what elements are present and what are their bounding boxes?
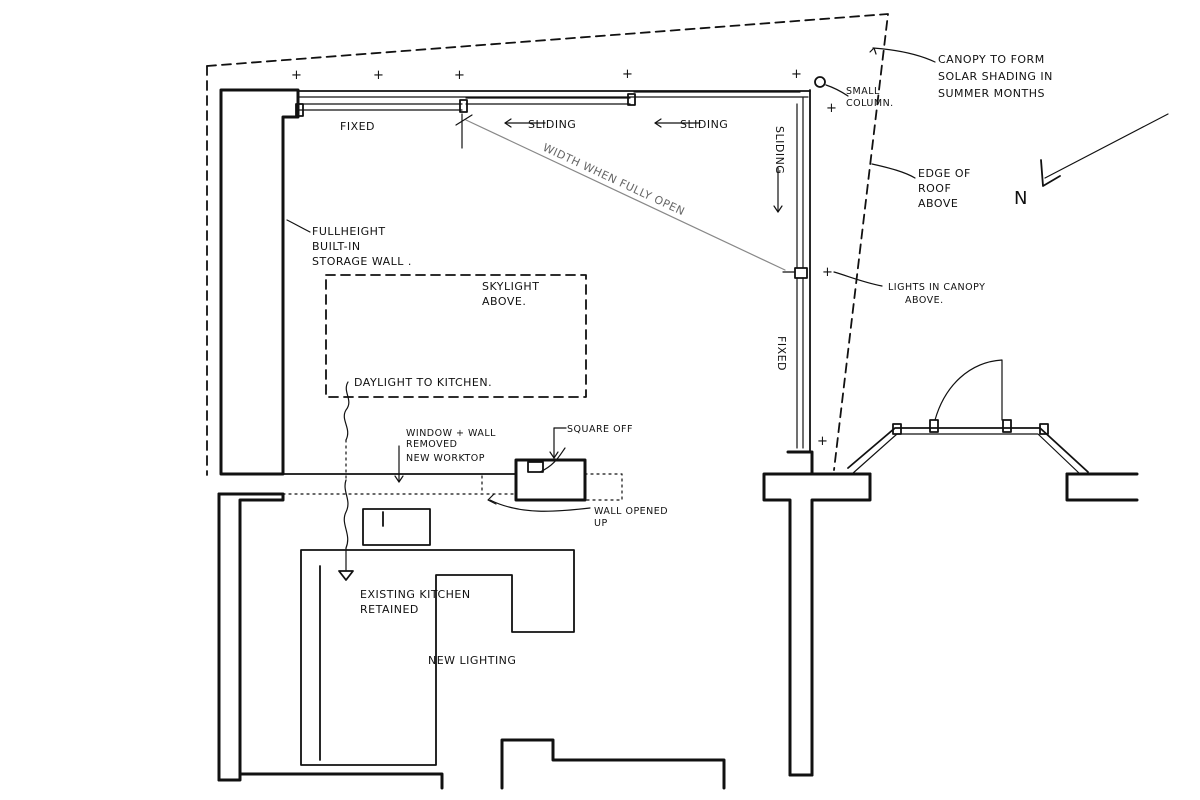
fixed-vertical-label: FIXED <box>775 336 788 371</box>
skylight-line-2: ABOVE. <box>482 295 526 308</box>
sliding-vertical-label: SLIDING <box>773 126 786 174</box>
edge-of-roof-line-2: ROOF <box>918 182 951 195</box>
square-off-box <box>514 427 587 502</box>
svg-text:+: + <box>454 68 465 83</box>
wall-opened-arrow <box>487 493 591 512</box>
right-glazing <box>782 89 811 452</box>
svg-text:+: + <box>817 434 828 449</box>
canopy-note-line-1: CANOPY TO FORM <box>938 53 1045 66</box>
canopy-note-line-3: SUMMER MONTHS <box>938 87 1045 100</box>
daylight-arrow <box>338 381 354 581</box>
svg-text:+: + <box>373 68 384 83</box>
lights-canopy-note: LIGHTS IN CANOPY ABOVE. <box>888 282 985 306</box>
worktop-arrow <box>394 445 404 483</box>
bay-window <box>843 359 1139 502</box>
existing-kitchen-outline <box>300 549 575 766</box>
small-column-line-1: SMALL <box>846 86 880 97</box>
kitchen-sink <box>362 508 431 546</box>
lights-canopy-line-2: ABOVE. <box>905 295 944 306</box>
sliding-label-1: SLIDING <box>528 118 576 131</box>
north-label: N <box>1014 188 1028 209</box>
top-glazing <box>295 90 811 117</box>
existing-kitchen-line-1: EXISTING KITCHEN <box>360 588 471 601</box>
width-when-open-line <box>455 113 786 271</box>
width-when-open-label: WIDTH WHEN FULLY OPEN <box>541 141 687 218</box>
svg-text:+: + <box>291 68 302 83</box>
leader-lines <box>286 47 936 473</box>
edge-of-roof-line-1: EDGE OF <box>918 167 971 180</box>
new-lighting-label: NEW LIGHTING <box>428 654 516 667</box>
sliding-label-2: SLIDING <box>680 118 728 131</box>
skylight-note: SKYLIGHT ABOVE. <box>482 280 539 308</box>
window-wall-line-2: REMOVED <box>406 439 457 450</box>
sliding-arrows <box>504 118 783 213</box>
storage-wall-line-2: BUILT-IN <box>312 240 361 253</box>
lights-canopy-line-1: LIGHTS IN CANOPY <box>888 282 985 293</box>
storage-wall-note: FULLHEIGHT BUILT-IN STORAGE WALL . <box>312 225 412 268</box>
wall-opened-line-2: UP <box>594 518 608 529</box>
svg-text:+: + <box>622 67 633 82</box>
right-wall <box>762 450 872 777</box>
small-column-note: SMALL COLUMN. <box>846 86 894 109</box>
storage-wall-line-3: STORAGE WALL . <box>312 255 412 268</box>
svg-text:+: + <box>791 67 802 82</box>
north-arrow-icon <box>1040 113 1169 187</box>
edge-of-roof-note: EDGE OF ROOF ABOVE <box>918 167 971 210</box>
window-wall-line-1: WINDOW + WALL <box>406 428 496 439</box>
canopy-note: CANOPY TO FORM SOLAR SHADING IN SUMMER M… <box>938 53 1053 100</box>
fixed-top-label: FIXED <box>340 120 375 133</box>
svg-text:+: + <box>822 265 833 280</box>
small-column <box>814 76 826 88</box>
existing-kitchen-line-2: RETAINED <box>360 603 419 616</box>
skylight-line-1: SKYLIGHT <box>482 280 539 293</box>
canopy-note-line-2: SOLAR SHADING IN <box>938 70 1053 83</box>
wall-opened-line-1: WALL OPENED <box>594 506 668 517</box>
existing-kitchen-note: EXISTING KITCHEN RETAINED <box>360 588 471 616</box>
wall-opened-note: WALL OPENED UP <box>594 506 668 529</box>
bottom-walls <box>238 738 726 790</box>
daylight-label: DAYLIGHT TO KITCHEN. <box>354 376 492 389</box>
edge-of-roof-line-3: ABOVE <box>918 197 958 210</box>
dividing-wall <box>282 473 623 501</box>
skylight-outline <box>325 274 587 398</box>
svg-text:+: + <box>826 101 837 116</box>
window-wall-note: WINDOW + WALL REMOVED <box>406 428 496 450</box>
canopy-outline <box>206 13 889 476</box>
small-column-line-2: COLUMN. <box>846 98 894 109</box>
storage-wall-line-1: FULLHEIGHT <box>312 225 386 238</box>
new-worktop-label: NEW WORKTOP <box>406 453 485 464</box>
left-wall <box>217 88 300 782</box>
canopy-light-markers: + + + + + + + + <box>291 67 837 449</box>
square-off-label: SQUARE OFF <box>567 424 633 435</box>
